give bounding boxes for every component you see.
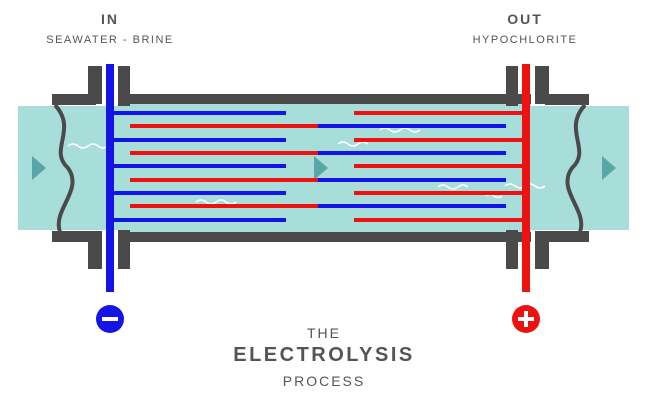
flow-arrow-outlet <box>602 156 616 180</box>
cathode-plates <box>112 111 506 222</box>
inlet-endcap <box>53 103 75 233</box>
outlet-title: OUT <box>507 11 543 27</box>
outlet-flange <box>506 66 589 269</box>
cathode-terminal <box>96 305 124 333</box>
outlet-endcap <box>565 103 587 233</box>
tube-bottom-wall <box>118 232 531 242</box>
flow-arrow-middle <box>314 156 328 180</box>
anode-plates <box>130 111 524 222</box>
caption-title: ELECTROLYSIS <box>233 344 415 366</box>
caption-line-3: PROCESS <box>282 373 366 389</box>
caption-line-1: THE <box>307 325 341 341</box>
minus-icon <box>102 317 118 321</box>
tube-top-wall <box>118 94 531 104</box>
anode-terminal <box>512 305 540 333</box>
inlet-title: IN <box>101 11 119 27</box>
plus-icon <box>518 311 534 327</box>
inlet-subtitle: SEAWATER - BRINE <box>46 34 174 46</box>
outlet-subtitle: HYPOCHLORITE <box>472 34 578 46</box>
flow-arrow-inlet <box>32 156 46 180</box>
anode-rod <box>522 64 530 292</box>
cathode-rod <box>106 64 114 292</box>
